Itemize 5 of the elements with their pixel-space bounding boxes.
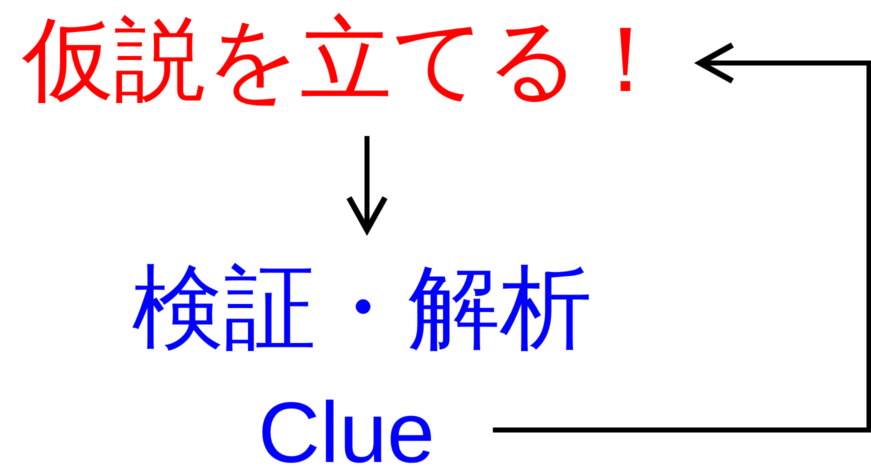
step-text: 検証・解析 bbox=[132, 262, 592, 354]
heading-text: 仮説を立てる！ bbox=[22, 14, 672, 106]
arrow bbox=[346, 136, 388, 233]
clue-text: Clue bbox=[258, 390, 435, 474]
arrow bbox=[492, 42, 871, 432]
